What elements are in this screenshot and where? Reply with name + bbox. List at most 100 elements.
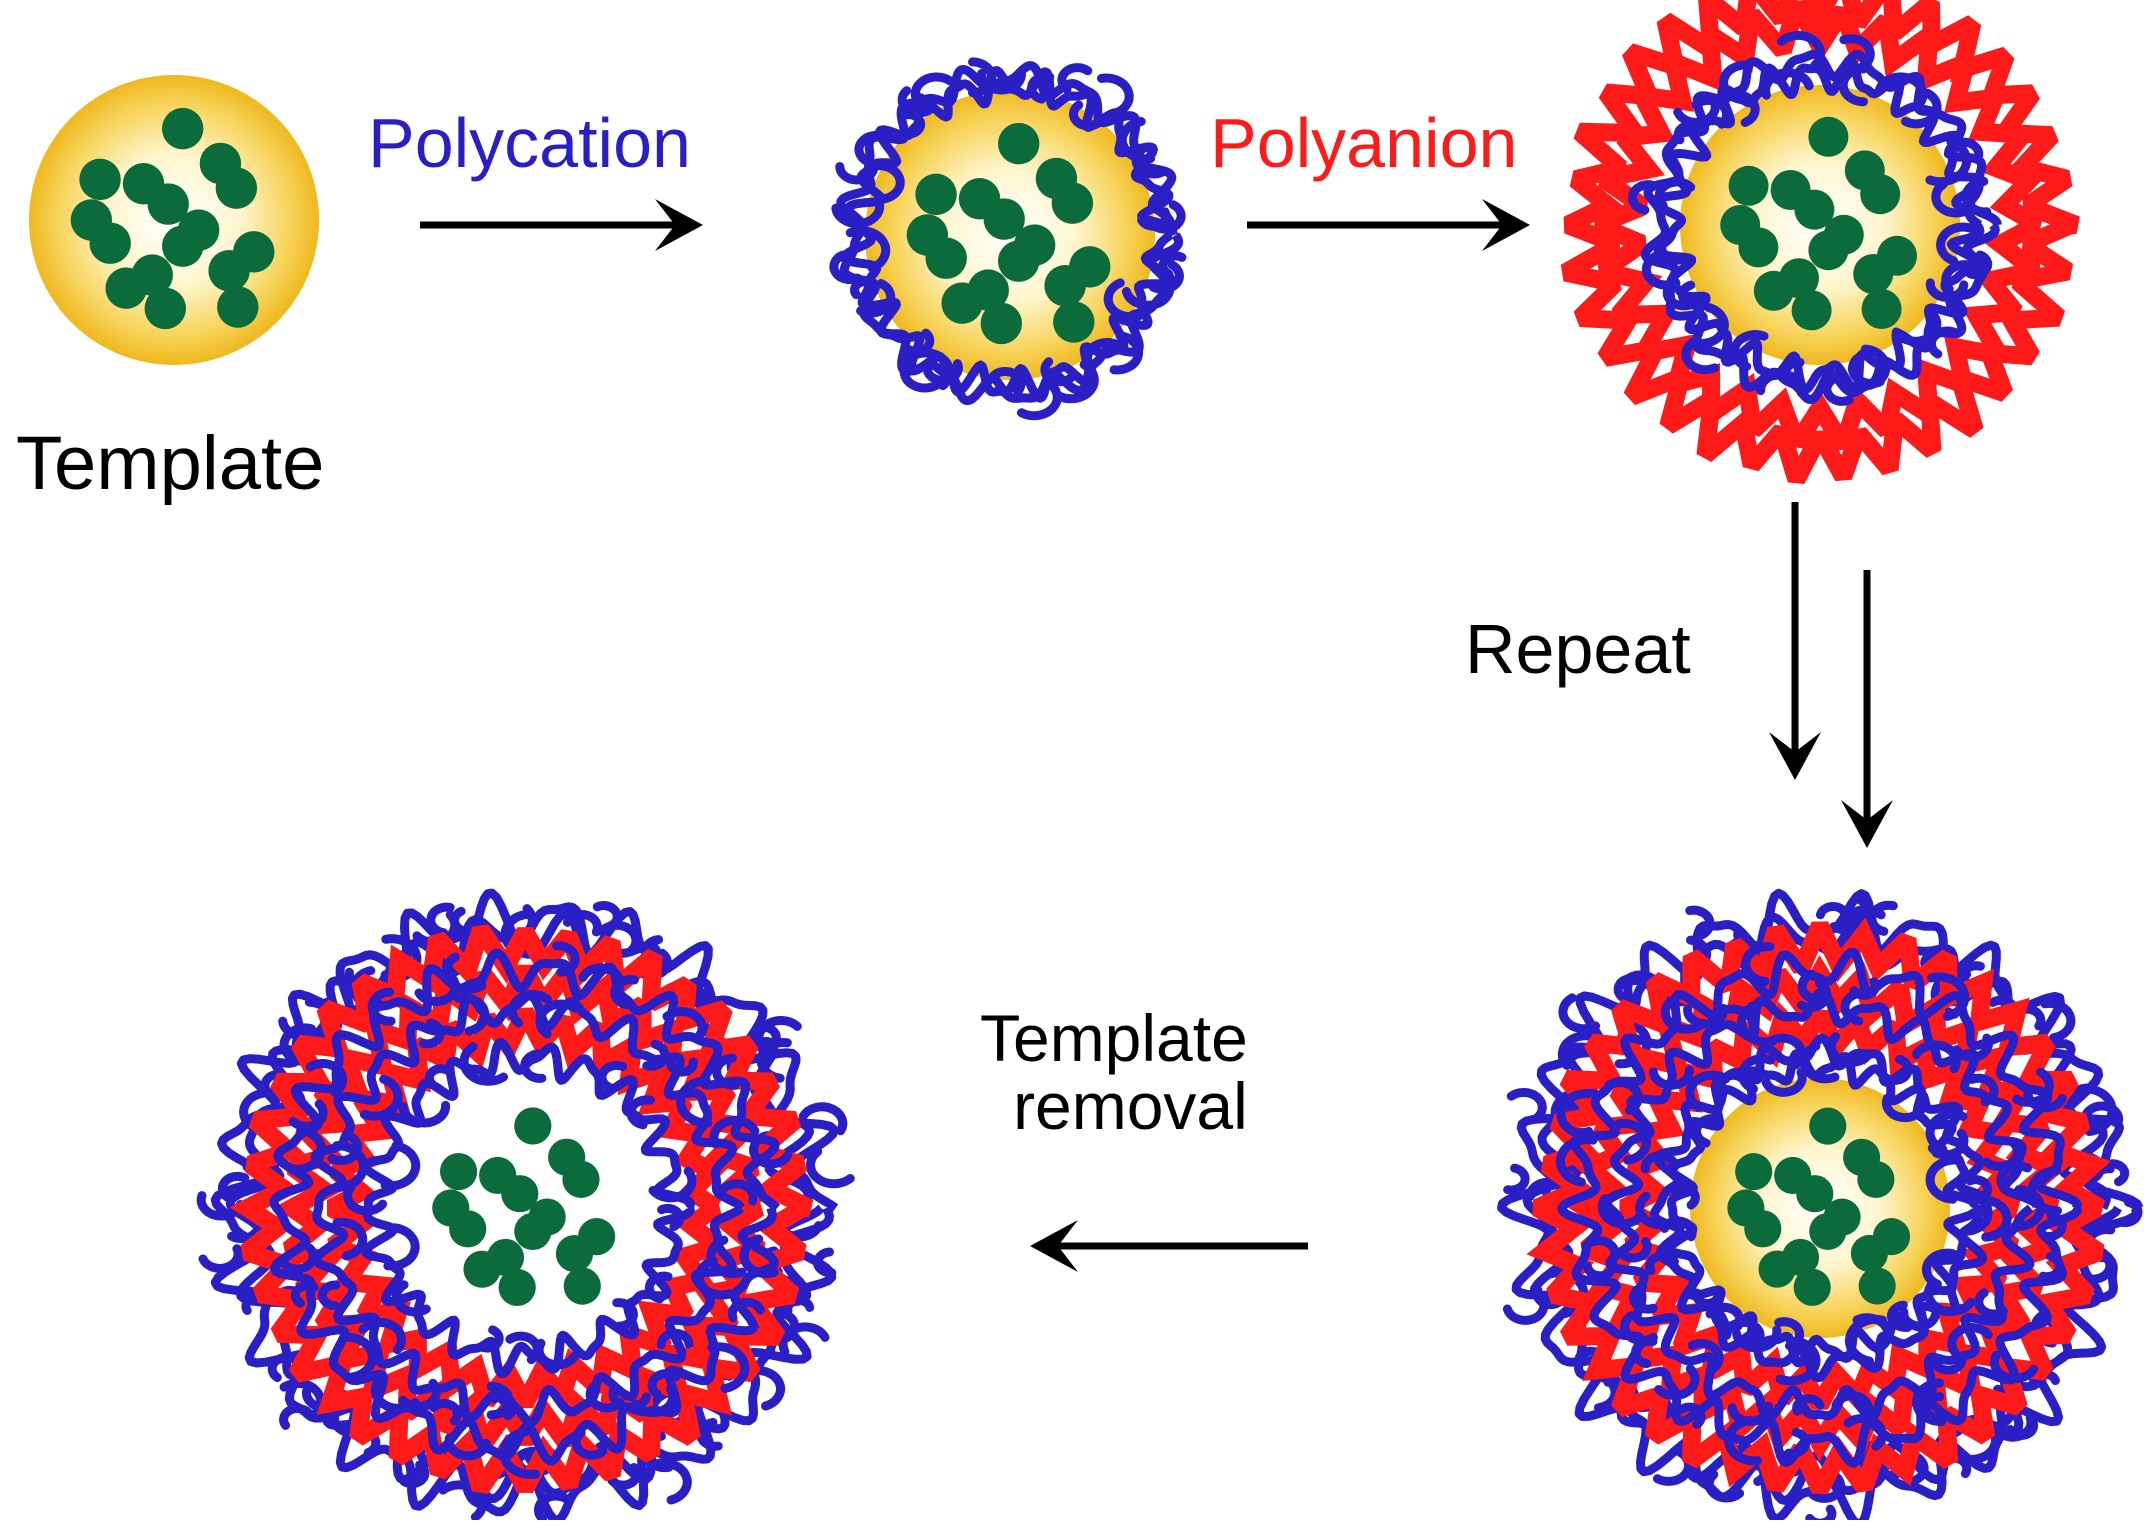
cargo-dot — [1808, 230, 1849, 271]
polycation-layer — [676, 1076, 713, 1128]
polycation-layer — [1660, 996, 1708, 1034]
polycation-layer — [2040, 998, 2076, 1043]
template-removal-label: Template removal — [980, 1004, 1248, 1141]
polycation-layer — [1921, 1392, 1945, 1423]
polycation-layer — [1613, 973, 1640, 1005]
polycation-layer — [610, 975, 639, 1010]
repeat-label: Repeat — [1465, 610, 1691, 688]
polycation-layer — [290, 1281, 319, 1308]
polycation-layer — [1737, 999, 1778, 1047]
polycation-layer — [1641, 251, 1681, 290]
polycation-layer — [1839, 34, 1875, 74]
polycation-layer — [1996, 1161, 2032, 1198]
polycation-layer — [1947, 1323, 1993, 1357]
polycation-layer — [1602, 986, 2042, 1422]
polycation-layer — [597, 920, 641, 955]
polycation-layer — [477, 1325, 504, 1353]
polycation-layer — [383, 1223, 420, 1271]
polycation-layer — [648, 1166, 697, 1203]
polycation-layer — [1645, 1251, 1679, 1275]
polycation-layer — [1557, 947, 2083, 1468]
polycation-layer — [988, 366, 1026, 397]
cargo-dot — [147, 183, 189, 225]
polycation-layer — [441, 952, 487, 994]
polycation-layer — [1121, 279, 1175, 310]
polycation-layer — [1885, 1054, 1913, 1085]
polycation-layer — [486, 1381, 514, 1420]
arrow-template-removal — [1030, 1220, 1308, 1272]
polycation-layer — [1614, 1118, 1651, 1165]
polyanion-layer — [1594, 0, 2045, 451]
polycation-layer — [694, 1256, 734, 1300]
polycation-layer — [813, 1247, 837, 1278]
cargo-dot — [980, 302, 1023, 345]
polycation-layer — [1931, 179, 1974, 218]
polycation-layer — [1506, 1087, 1547, 1124]
polycation-layer — [1929, 1353, 1967, 1375]
polycation-layer — [608, 1385, 651, 1412]
polycation-layer — [2038, 1251, 2065, 1282]
polycation-layer — [1681, 335, 1719, 375]
cargo-dot — [1809, 1212, 1847, 1250]
polycation-layer — [310, 991, 745, 1427]
polycation-layer — [1053, 360, 1099, 404]
cargo-dot — [1744, 1210, 1782, 1248]
polycation-layer — [280, 1243, 318, 1274]
polycation-layer — [715, 1179, 758, 1206]
cargo-dot — [563, 1267, 601, 1305]
polycation-layer — [709, 1115, 760, 1149]
polycation-layer — [450, 906, 479, 936]
template-label: Template — [16, 421, 325, 506]
polycation-layer — [1627, 180, 1657, 215]
polycation-layer — [424, 1064, 455, 1088]
cargo-dot — [233, 231, 275, 273]
cargo-dot — [1053, 301, 1095, 343]
polycation-layer — [520, 1049, 547, 1083]
polycation-layer — [1911, 1040, 1961, 1074]
arrow-polyanion-step — [1247, 199, 1530, 251]
polycation-layer — [343, 1182, 388, 1216]
cargo-dot — [449, 1210, 487, 1248]
cargo-dot — [562, 1160, 600, 1198]
cargo-dot — [79, 158, 121, 201]
polycation-layer — [1677, 1402, 1706, 1429]
polyanion-label: Polyanion — [1210, 104, 1518, 182]
polycation-layer — [2117, 1197, 2143, 1228]
cargo-dot — [1877, 235, 1917, 276]
polycation-layer — [1687, 1339, 1724, 1376]
polycation-layer — [1927, 972, 1970, 1021]
cargo-dot — [1857, 1160, 1895, 1198]
cargo-dot — [925, 237, 967, 279]
polycation-layer — [327, 1131, 363, 1166]
polycation-layer — [923, 359, 963, 385]
polycation-layer — [499, 1427, 541, 1479]
polycation-layer — [1807, 1472, 1846, 1503]
polycation-layer — [1704, 1470, 1745, 1503]
polycation-layer — [418, 1018, 445, 1049]
polycation-layer — [1805, 1504, 1837, 1525]
polycation-layer — [1925, 278, 1969, 302]
polycation-layer — [707, 1342, 750, 1393]
cargo-dot — [105, 267, 147, 309]
polycation-layer — [1840, 988, 1872, 1026]
polycation-layer — [1640, 1151, 1680, 1174]
polycation-layer — [662, 1007, 707, 1044]
polycation-layer — [1822, 373, 1854, 406]
polycation-layer — [505, 1331, 542, 1365]
polycation-layer — [1792, 1394, 1825, 1416]
polycation-layer — [1706, 1004, 1758, 1035]
cargo-dot — [1796, 1175, 1834, 1213]
cargo-dot — [215, 167, 258, 209]
cargo-dot — [1794, 189, 1835, 230]
polycation-layer — [507, 989, 552, 1028]
cargo-dot — [997, 240, 1040, 282]
polycation-layer — [1831, 1391, 1874, 1417]
polycation-layer — [1943, 137, 1984, 160]
polycation-layer — [977, 69, 1026, 95]
polycation-layer — [1887, 1300, 1913, 1332]
polycation-layer — [871, 161, 905, 204]
polycation-layer — [1555, 1135, 1598, 1187]
polycation-layer — [1761, 1067, 1807, 1097]
polycation-layer — [392, 1280, 431, 1317]
